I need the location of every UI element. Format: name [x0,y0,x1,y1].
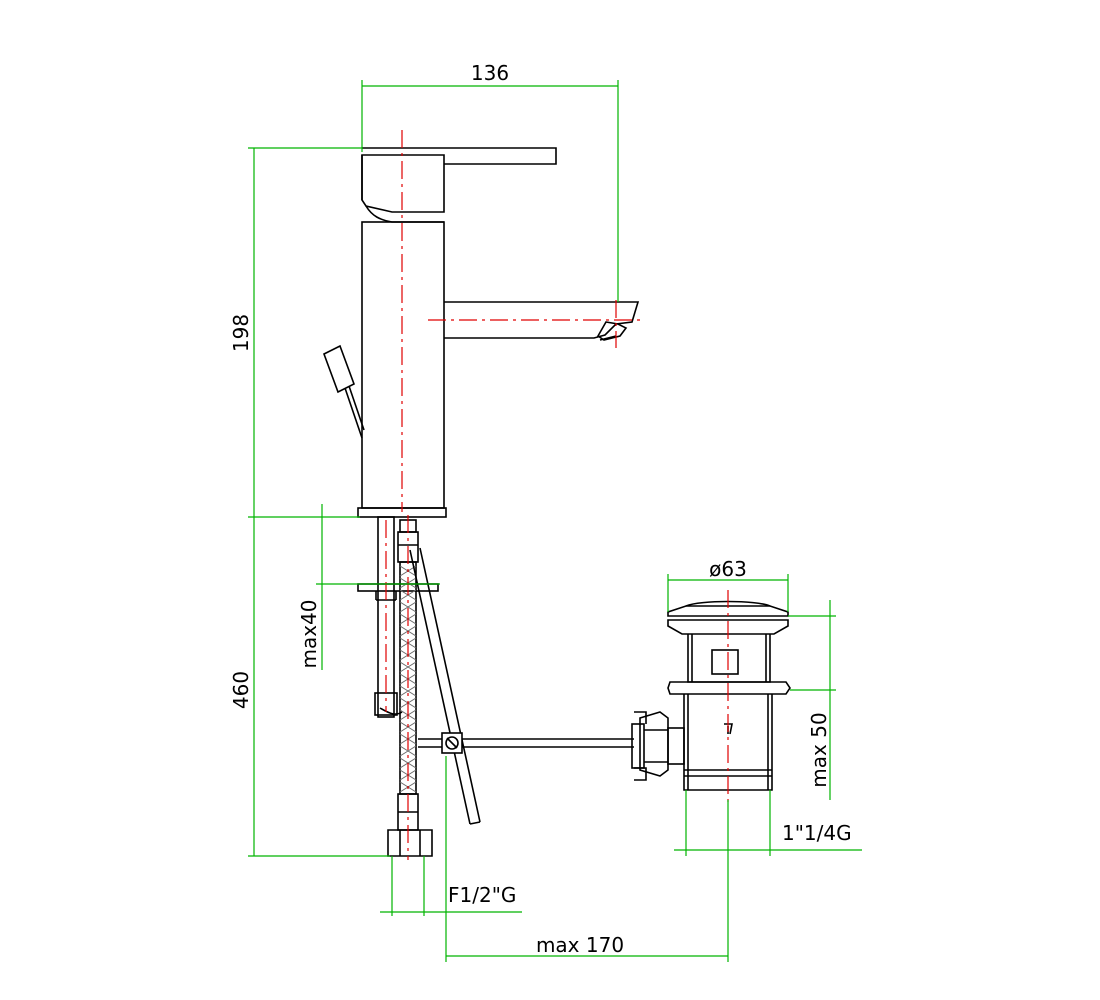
clamp-plate [357,583,439,592]
dim-max-clamp: max40 [297,599,321,668]
overflow-slot [711,649,739,675]
linkage-rod [418,732,634,754]
faucet-body [323,147,640,518]
fixing-stud [377,516,395,718]
dim-drain-height: max 50 [807,712,831,787]
linkage-nut [631,711,685,781]
dim-drain-thread: 1"1/4G [782,821,852,845]
dimension-lines [248,80,862,962]
under-sink-assembly [357,516,634,857]
dim-height-below: 460 [229,671,253,709]
lever-handle [362,147,557,165]
lift-rod [323,344,365,439]
dim-drain-diameter: ø63 [709,557,747,581]
mixer-body [361,221,445,509]
dim-hose-thread: F1/2"G [448,883,516,907]
hose-nut [387,829,433,857]
dim-width-top: 136 [471,61,509,85]
pull-rod [409,547,481,825]
handle-head [361,154,445,213]
center-lines [385,130,729,860]
drain-waste [631,600,791,791]
drain-locknut [667,681,791,695]
dim-height-body: 198 [229,314,253,352]
dim-max-reach: max 170 [536,933,624,957]
aerator [596,321,628,341]
